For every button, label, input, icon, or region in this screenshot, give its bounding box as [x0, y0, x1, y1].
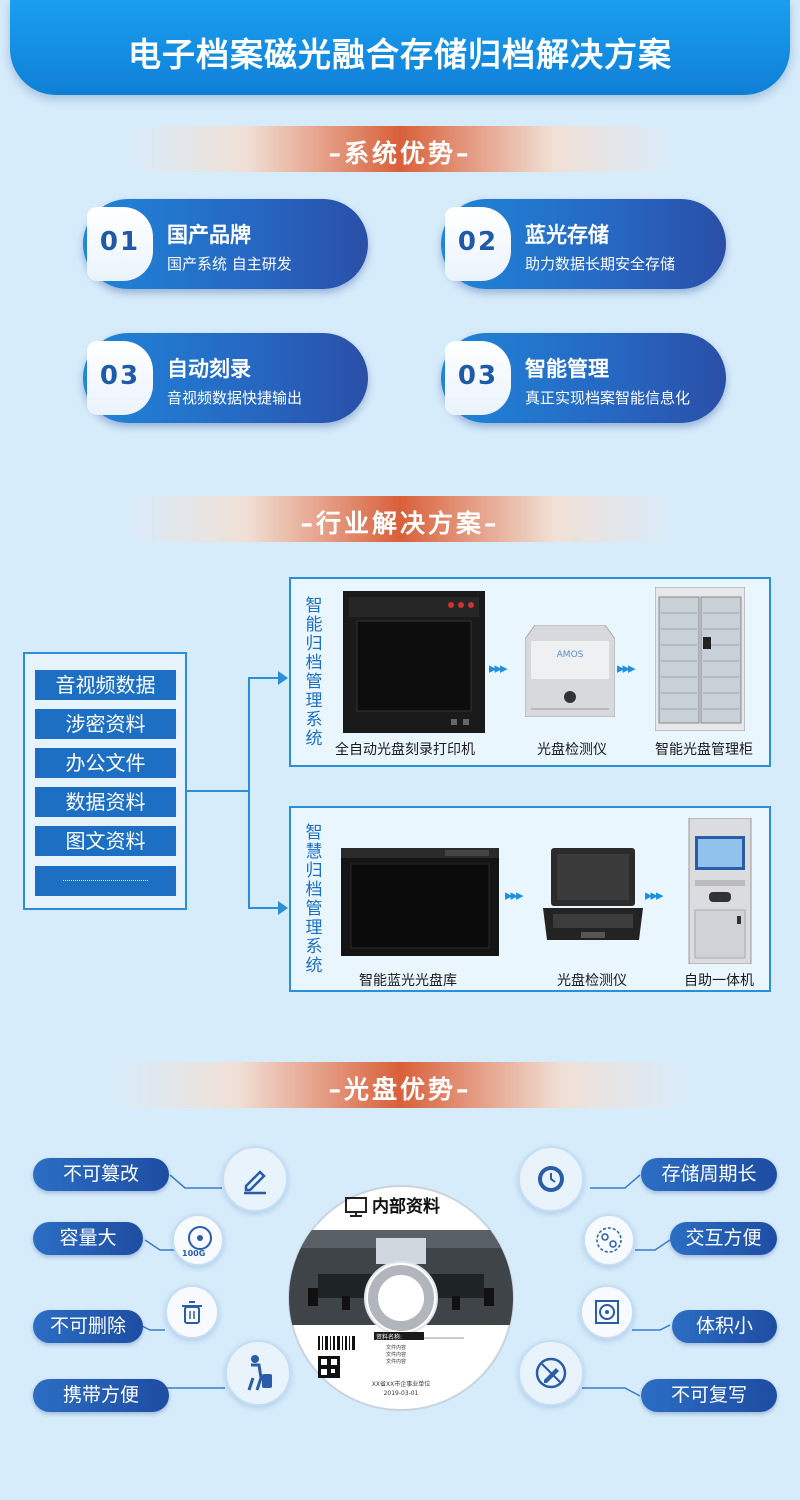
benefit-label-undeletable: 不可删除: [33, 1310, 143, 1343]
disc-case-icon-circle: [580, 1285, 634, 1339]
svg-text:文件内容: 文件内容: [386, 1344, 406, 1351]
trash-icon-circle: [165, 1285, 219, 1339]
benefit-label-not-rewritable: 不可复写: [641, 1379, 777, 1412]
pencil-icon-circle: [222, 1146, 288, 1212]
benefit-label-easy-interaction: 交互方便: [670, 1222, 777, 1255]
advantage-card-1: 01 国产品牌 国产系统 自主研发: [83, 199, 368, 289]
chevron-right-icon: ▸▸▸: [645, 886, 664, 904]
traveler-icon-circle: [225, 1340, 291, 1406]
clock-icon: [538, 1166, 564, 1192]
chevron-right-icon: ▸▸▸: [617, 659, 636, 677]
number-badge: 01: [87, 207, 153, 281]
benefit-label-portable: 携带方便: [33, 1379, 169, 1412]
svg-text:文件内容: 文件内容: [386, 1358, 406, 1365]
advantage-title: 蓝光存储: [525, 223, 609, 247]
pencil-icon: [244, 1170, 266, 1195]
data-type-list: 音视频数据 涉密资料 办公文件 数据资料 图文资料: [23, 652, 187, 910]
number-badge: 03: [445, 341, 511, 415]
section-title: –光盘优势–: [328, 1075, 472, 1104]
chevron-right-icon: ▸▸▸: [489, 659, 508, 677]
data-type-item: 涉密资料: [35, 709, 176, 739]
header-banner: 电子档案磁光融合存储归档解决方案: [10, 0, 790, 95]
connector-line: [248, 907, 278, 909]
section-header-solutions: –行业解决方案–: [125, 496, 675, 542]
arrow-right-icon: [278, 671, 288, 685]
section-header-disc: –光盘优势–: [110, 1062, 690, 1108]
self-service-kiosk-image: [688, 818, 752, 964]
device-caption: 智能蓝光光盘库: [359, 973, 457, 989]
disc-org: XX省XX市企事业单位: [372, 1380, 430, 1388]
chevron-right-icon: ▸▸▸: [505, 886, 524, 904]
device-caption: 智能光盘管理柜: [655, 742, 753, 758]
traveler-luggage-icon: [247, 1355, 272, 1391]
blu-ray-library-image: [341, 848, 499, 956]
benefit-label-tamper-proof: 不可篡改: [33, 1158, 169, 1191]
pen-crossed-icon: [535, 1357, 567, 1389]
connector-line: [248, 677, 250, 908]
data-type-item-more: [35, 866, 176, 896]
connector-line: [248, 677, 278, 679]
trash-icon: [182, 1301, 202, 1324]
disc-illustration: 内部资料 资料名称: 文件内容 文件内容 文件内容 XX省XX市企事业单位 20…: [288, 1185, 514, 1411]
advantage-subtitle: 国产系统 自主研发: [167, 255, 292, 273]
disc-capacity-icon-circle: 100G: [172, 1214, 224, 1266]
advantage-subtitle: 助力数据长期安全存储: [525, 255, 676, 273]
disc-icon: 100G: [182, 1226, 212, 1258]
no-write-icon-circle: [518, 1340, 584, 1406]
device-caption: 光盘检测仪: [557, 973, 627, 989]
advantage-title: 自动刻录: [167, 357, 251, 381]
advantage-title: 国产品牌: [167, 223, 251, 247]
advantage-card-3: 03 自动刻录 音视频数据快捷输出: [83, 333, 368, 423]
disc-cabinet-image: [655, 587, 745, 731]
disc-date: 2019-03-01: [384, 1390, 419, 1397]
system-label: 智能归档管理系统: [301, 596, 322, 748]
auto-burning-printer-image: [343, 591, 485, 733]
data-type-item: 图文资料: [35, 826, 176, 856]
disc-field-label: 资料名称:: [376, 1333, 402, 1341]
disc-tester-image: AMOS: [525, 625, 615, 717]
system-panel-1: 智能归档管理系统 ▸▸▸ AMOS ▸▸▸ 全自动光盘刻录打印机 光盘检测仪 智…: [289, 577, 771, 767]
clock-icon-circle: [518, 1146, 584, 1212]
advantage-card-4: 03 智能管理 真正实现档案智能信息化: [441, 333, 726, 423]
benefit-label-long-storage: 存储周期长: [641, 1158, 777, 1191]
svg-text:AMOS: AMOS: [557, 650, 584, 660]
disc-label-title: 内部资料: [372, 1196, 440, 1217]
data-type-item: 音视频数据: [35, 670, 176, 700]
users-exchange-icon: [596, 1227, 622, 1253]
section-header-advantages: –系统优势–: [125, 126, 675, 172]
page-title: 电子档案磁光融合存储归档解决方案: [128, 35, 672, 74]
svg-text:100G: 100G: [182, 1249, 205, 1258]
section-title: –行业解决方案–: [300, 509, 500, 538]
advantage-subtitle: 音视频数据快捷输出: [167, 389, 303, 407]
rugged-disc-tester-image: [543, 848, 643, 940]
device-caption: 全自动光盘刻录打印机: [335, 742, 475, 758]
system-label: 智慧归档管理系统: [301, 823, 322, 975]
ellipsis-dots: [63, 880, 148, 881]
system-panel-2: 智慧归档管理系统 ▸▸▸ ▸▸▸ 智能蓝光光盘库 光盘检测仪 自助一体机: [289, 806, 771, 992]
benefit-label-small-size: 体积小: [672, 1310, 777, 1343]
users-icon-circle: [583, 1214, 635, 1266]
svg-text:文件内容: 文件内容: [386, 1351, 406, 1358]
number-badge: 03: [87, 341, 153, 415]
section-title: –系统优势–: [328, 139, 472, 168]
advantage-card-2: 02 蓝光存储 助力数据长期安全存储: [441, 199, 726, 289]
data-type-item: 数据资料: [35, 787, 176, 817]
advantage-subtitle: 真正实现档案智能信息化: [525, 389, 691, 407]
advantage-title: 智能管理: [525, 357, 609, 381]
number-badge: 02: [445, 207, 511, 281]
arrow-right-icon: [278, 901, 288, 915]
disc-case-icon: [595, 1300, 619, 1324]
data-type-item: 办公文件: [35, 748, 176, 778]
device-caption: 自助一体机: [684, 973, 754, 989]
connector-line: [187, 790, 249, 792]
benefit-label-large-capacity: 容量大: [33, 1222, 143, 1255]
device-caption: 光盘检测仪: [537, 742, 607, 758]
